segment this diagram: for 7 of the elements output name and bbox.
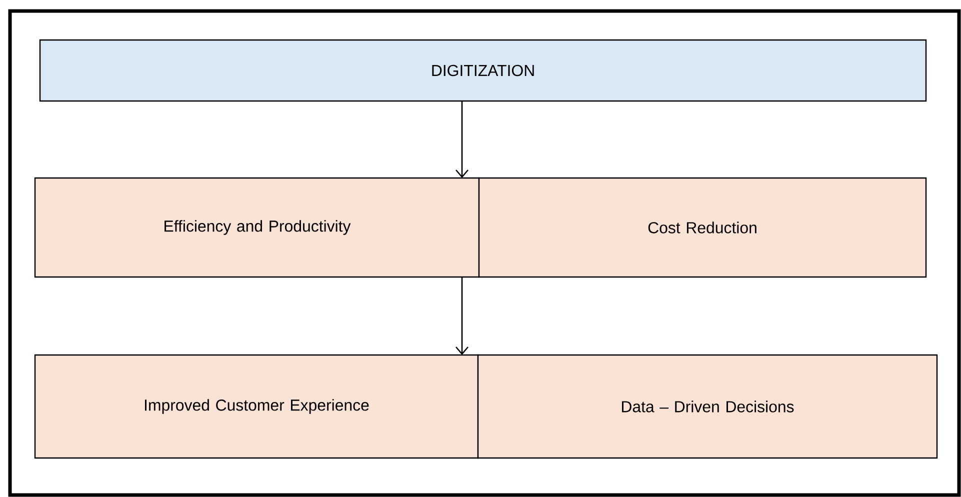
arrow <box>456 277 468 355</box>
arrow <box>456 101 468 178</box>
outcome-box: Improved Customer Experience <box>34 354 479 459</box>
outcome-box: Cost Reduction <box>478 177 927 278</box>
process-box: DIGITIZATION <box>39 39 927 102</box>
outcome-box: Data – Driven Decisions <box>477 354 938 459</box>
outcome-box: Efficiency and Productivity <box>34 177 480 278</box>
